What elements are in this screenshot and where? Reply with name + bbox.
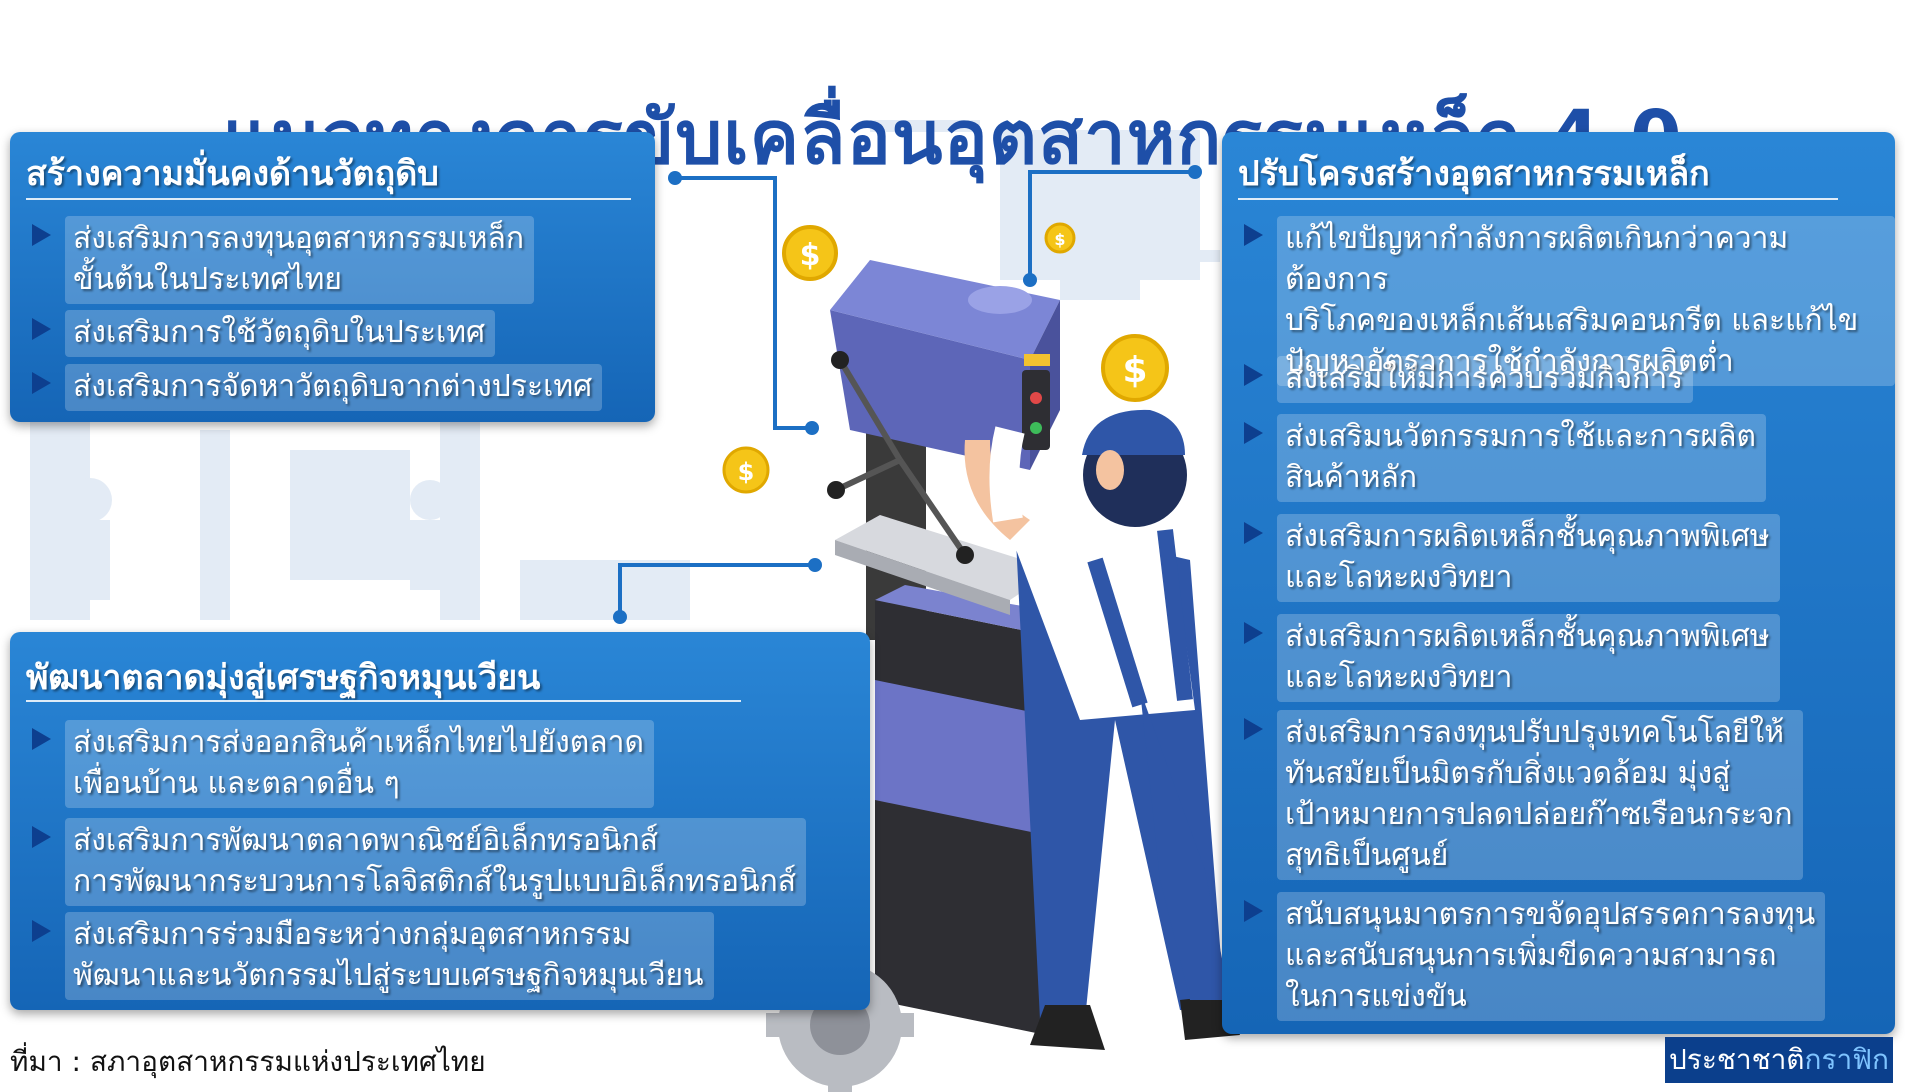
- publisher-logo: ประชาชาติกราฟิก: [1665, 1037, 1893, 1083]
- list-item: ส่งเสริมการใช้วัตถุดิบในประเทศ: [32, 310, 496, 357]
- list-item: ส่งเสริมการร่วมมือระหว่างกลุ่มอุตสาหกรรม…: [32, 912, 714, 1000]
- list-item-text: ส่งเสริมการร่วมมือระหว่างกลุ่มอุตสาหกรรม…: [65, 912, 714, 1000]
- coin-symbol: $: [738, 458, 755, 486]
- list-item-text: ส่งเสริมนวัตกรรมการใช้และการผลิต สินค้าห…: [1277, 414, 1766, 502]
- list-item-text: ส่งเสริมการใช้วัตถุดิบในประเทศ: [65, 310, 496, 357]
- list-item-text: ส่งเสริมการลงทุนปรับปรุงเทคโนโลยีให้ ทัน…: [1277, 710, 1803, 880]
- logo-part-2: กราฟิก: [1804, 1043, 1890, 1076]
- triangle-bullet-icon: [1244, 224, 1263, 246]
- panel-title-raw-material: สร้างความมั่นคงด้านวัตถุดิบ: [26, 154, 439, 194]
- logo-part-1: ประชาชาติ: [1669, 1043, 1805, 1076]
- triangle-bullet-icon: [1244, 422, 1263, 444]
- panel-divider: [26, 198, 631, 200]
- list-item-text: ส่งเสริมการพัฒนาตลาดพาณิชย์อิเล็กทรอนิกส…: [65, 818, 807, 906]
- panel-title-market: พัฒนาตลาดมุ่งสู่เศรษฐกิจหมุนเวียน: [26, 658, 541, 698]
- panel-divider: [26, 700, 741, 702]
- list-item-text: สนับสนุนมาตรการขจัดอุปสรรคการลงทุน และสน…: [1277, 892, 1826, 1021]
- list-item: ส่งเสริมนวัตกรรมการใช้และการผลิต สินค้าห…: [1244, 414, 1766, 502]
- triangle-bullet-icon: [1244, 718, 1263, 740]
- list-item-text: ส่งเสริมการผลิตเหล็กชั้นคุณภาพพิเศษ และโ…: [1277, 614, 1780, 702]
- list-item-text: ส่งเสริมการจัดหาวัตถุดิบจากต่างประเทศ: [65, 364, 603, 411]
- list-item-text: แก้ไขปัญหากำลังการผลิตเกินกว่าความต้องกา…: [1277, 216, 1895, 386]
- panel-divider: [1238, 198, 1838, 200]
- panel-title-restructure: ปรับโครงสร้างอุตสาหกรรมเหล็ก: [1238, 154, 1710, 194]
- triangle-bullet-icon: [1244, 364, 1263, 386]
- triangle-bullet-icon: [32, 372, 51, 394]
- list-item: ส่งเสริมการลงทุนอุตสาหกรรมเหล็ก ขั้นต้นใ…: [32, 216, 535, 304]
- list-item-text: ส่งเสริมการลงทุนอุตสาหกรรมเหล็ก ขั้นต้นใ…: [65, 216, 535, 304]
- triangle-bullet-icon: [32, 224, 51, 246]
- list-item: ส่งเสริมการผลิตเหล็กชั้นคุณภาพพิเศษ และโ…: [1244, 614, 1780, 702]
- triangle-bullet-icon: [32, 318, 51, 340]
- list-item-text: ส่งเสริมการผลิตเหล็กชั้นคุณภาพพิเศษ และโ…: [1277, 514, 1780, 602]
- coin-icons: $ $ $ $: [722, 222, 1169, 494]
- source-credit: ที่มา : สภาอุตสาหกรรมแห่งประเทศไทย: [10, 1045, 486, 1078]
- coin-symbol: $: [1054, 230, 1065, 249]
- list-item: ส่งเสริมการผลิตเหล็กชั้นคุณภาพพิเศษ และโ…: [1244, 514, 1780, 602]
- panel-raw-material: สร้างความมั่นคงด้านวัตถุดิบ ส่งเสริมการล…: [10, 132, 655, 422]
- triangle-bullet-icon: [1244, 522, 1263, 544]
- triangle-bullet-icon: [32, 826, 51, 848]
- list-item: แก้ไขปัญหากำลังการผลิตเกินกว่าความต้องกา…: [1244, 216, 1895, 386]
- connector-lines: [618, 170, 1195, 615]
- panel-market: พัฒนาตลาดมุ่งสู่เศรษฐกิจหมุนเวียน ส่งเสร…: [10, 632, 870, 1010]
- list-item: ส่งเสริมการส่งออกสินค้าเหล็กไทยไปยังตลาด…: [32, 720, 654, 808]
- coin-symbol: $: [1122, 350, 1147, 391]
- triangle-bullet-icon: [1244, 622, 1263, 644]
- list-item: ส่งเสริมการจัดหาวัตถุดิบจากต่างประเทศ: [32, 364, 603, 411]
- list-item: ส่งเสริมการลงทุนปรับปรุงเทคโนโลยีให้ ทัน…: [1244, 710, 1803, 880]
- triangle-bullet-icon: [1244, 900, 1263, 922]
- triangle-bullet-icon: [32, 920, 51, 942]
- panel-restructure: ปรับโครงสร้างอุตสาหกรรมเหล็ก แก้ไขปัญหาก…: [1222, 132, 1895, 1034]
- list-item-text: ส่งเสริมให้มีการควบรวมกิจการ: [1277, 356, 1694, 403]
- list-item: ส่งเสริมให้มีการควบรวมกิจการ: [1244, 356, 1694, 403]
- coin-symbol: $: [800, 238, 821, 273]
- list-item-text: ส่งเสริมการส่งออกสินค้าเหล็กไทยไปยังตลาด…: [65, 720, 654, 808]
- list-item: ส่งเสริมการพัฒนาตลาดพาณิชย์อิเล็กทรอนิกส…: [32, 818, 807, 906]
- triangle-bullet-icon: [32, 728, 51, 750]
- list-item: สนับสนุนมาตรการขจัดอุปสรรคการลงทุน และสน…: [1244, 892, 1826, 1021]
